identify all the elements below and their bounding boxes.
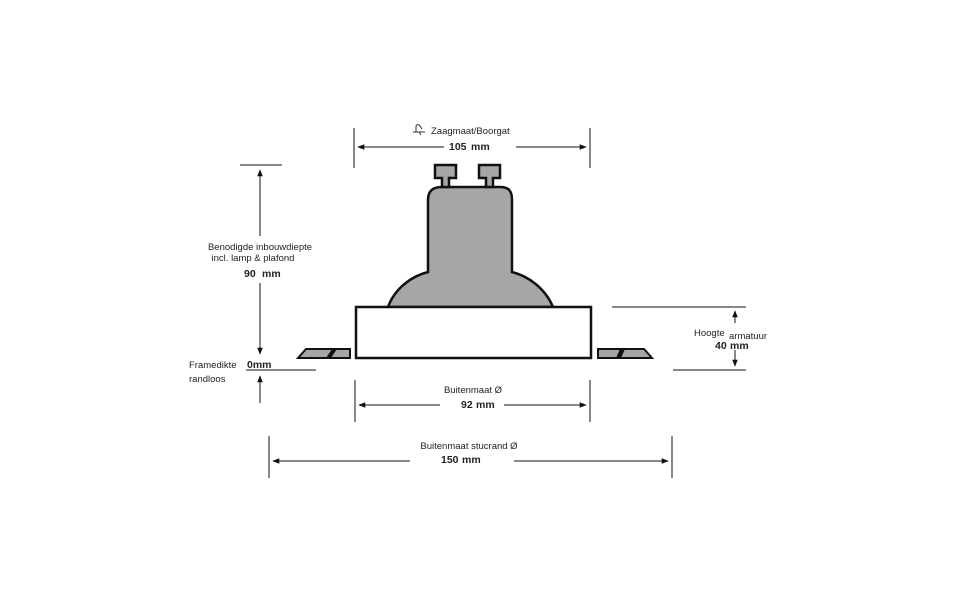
depth-label-line2: incl. lamp & plafond (212, 253, 295, 264)
frame-note: randloos (189, 374, 226, 385)
outer-label: Buitenmaat Ø (444, 385, 503, 396)
height-label-2: armatuur (729, 331, 767, 342)
fixture-housing (354, 305, 593, 360)
outer-plaster-label: Buitenmaat stucrand Ø (420, 441, 518, 452)
dimension-frame-thickness: Framedikte 0mm randloos (189, 359, 316, 403)
depth-unit: mm (262, 268, 281, 280)
height-unit: mm (730, 340, 749, 352)
ceiling-flange-left (295, 348, 351, 359)
saw-size-value: 105 (449, 141, 467, 153)
lamp-pin-right (477, 163, 502, 189)
outer-plaster-unit: mm (462, 454, 481, 466)
frame-label: Framedikte (189, 360, 237, 371)
dimension-outer-plaster-rim: Buitenmaat stucrand Ø 150 mm (268, 436, 673, 478)
depth-label-line1: Benodigde inbouwdiepte (208, 242, 312, 253)
dimension-installation-depth: Benodigde inbouwdiepte incl. lamp & plaf… (208, 164, 312, 355)
saw-icon (413, 124, 425, 136)
dimension-fixture-height: Hoogte armatuur 40 mm (612, 306, 767, 371)
dimension-saw-size: Zaagmaat/Boorgat 105 mm (353, 124, 591, 168)
saw-size-label: Zaagmaat/Boorgat (431, 126, 510, 137)
saw-size-unit: mm (471, 141, 490, 153)
height-value: 40 (715, 340, 727, 352)
lamp-body (386, 185, 555, 309)
gu10-lamp (386, 163, 555, 309)
outer-unit: mm (476, 399, 495, 411)
dimension-outer-diameter: Buitenmaat Ø 92 mm (354, 380, 591, 422)
outer-plaster-value: 150 (441, 454, 459, 466)
outer-value: 92 (461, 399, 473, 411)
ceiling-flange-right (597, 348, 655, 359)
frame-value: 0mm (247, 359, 272, 371)
height-label-1: Hoogte (694, 328, 725, 339)
lamp-pin-left (433, 163, 458, 189)
depth-value: 90 (244, 268, 256, 280)
